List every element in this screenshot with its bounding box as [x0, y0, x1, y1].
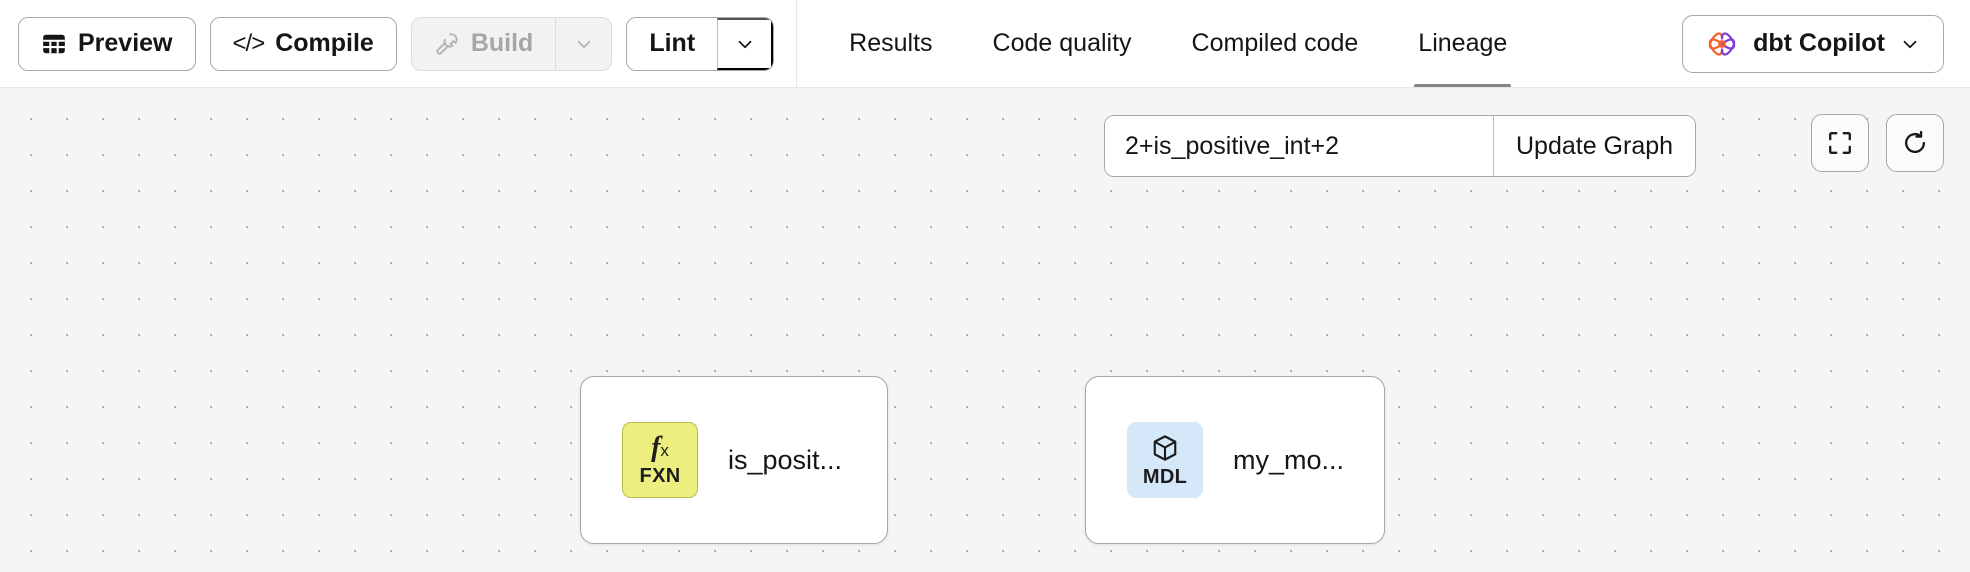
table-icon [41, 31, 67, 57]
lint-button[interactable]: Lint [627, 18, 717, 70]
toolbar-right: dbt Copilot [1682, 14, 1970, 73]
preview-button[interactable]: Preview [18, 16, 196, 71]
fx-glyph-icon: fx [651, 432, 669, 463]
lineage-canvas[interactable]: Update Graph fx FXN is_posit... [0, 88, 1970, 572]
tab-results[interactable]: Results [819, 0, 962, 87]
badge-label: FXN [639, 465, 681, 487]
refresh-button[interactable] [1886, 114, 1944, 172]
tab-code-quality[interactable]: Code quality [963, 0, 1162, 87]
dbt-copilot-label: dbt Copilot [1753, 29, 1885, 57]
code-brackets-icon: </> [232, 29, 266, 57]
canvas-tools [1811, 114, 1944, 172]
tab-compiled-code[interactable]: Compiled code [1162, 0, 1389, 87]
graph-selector-bar: Update Graph [1104, 115, 1697, 177]
lint-dropdown-toggle[interactable] [717, 17, 774, 70]
update-graph-button[interactable]: Update Graph [1493, 116, 1696, 176]
build-button-label: Build [470, 29, 534, 57]
preview-button-label: Preview [78, 29, 173, 57]
tab-label: Lineage [1418, 29, 1508, 57]
dbt-copilot-atom-icon [1705, 27, 1739, 61]
resource-badge-mdl: MDL [1127, 422, 1203, 498]
lint-split-button: Lint [626, 16, 775, 71]
node-label: my_mo... [1233, 444, 1345, 475]
graph-selector-input[interactable] [1105, 116, 1493, 176]
compile-button-label: Compile [275, 29, 374, 57]
tab-label: Compiled code [1191, 29, 1359, 57]
fit-view-icon [1826, 129, 1854, 157]
node-label: is_posit... [728, 444, 843, 475]
tab-lineage[interactable]: Lineage [1388, 0, 1537, 87]
editor-toolbar: Preview </> Compile Build [0, 0, 1970, 88]
build-split-button: Build [410, 16, 613, 71]
refresh-icon [1901, 129, 1929, 157]
lint-button-label: Lint [649, 29, 696, 57]
fit-view-button[interactable] [1811, 114, 1869, 172]
lineage-edges [0, 88, 300, 238]
result-pane-tabs: Results Code quality Compiled code Linea… [819, 0, 1537, 87]
toolbar-divider [796, 0, 798, 87]
dbt-copilot-button[interactable]: dbt Copilot [1682, 14, 1944, 73]
build-dropdown-toggle [555, 17, 611, 70]
tab-label: Results [849, 29, 933, 57]
badge-label: MDL [1142, 466, 1188, 488]
lineage-node-my-model[interactable]: MDL my_mo... [1085, 376, 1385, 544]
chevron-down-icon [577, 40, 591, 48]
wrench-icon [434, 31, 460, 57]
update-graph-label: Update Graph [1516, 131, 1674, 160]
lineage-node-is-positive-int[interactable]: fx FXN is_posit... [580, 376, 888, 544]
resource-badge-fxn: fx FXN [622, 422, 698, 498]
cube-icon [1150, 433, 1180, 463]
build-button: Build [412, 18, 556, 70]
tab-label: Code quality [992, 29, 1132, 57]
toolbar-actions: Preview </> Compile Build [0, 0, 775, 87]
chevron-down-icon [738, 40, 752, 48]
compile-button[interactable]: </> Compile [209, 16, 397, 71]
chevron-down-icon [1899, 33, 1921, 55]
